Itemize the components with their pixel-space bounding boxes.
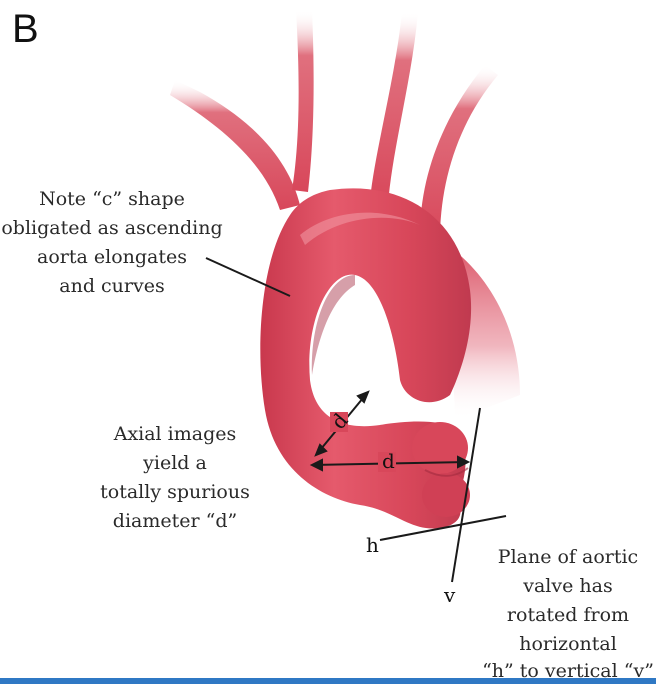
left-carotid-artery [370,12,418,205]
bottom-rule [0,678,656,684]
plane-line-2: valve has [522,575,612,597]
c-shape-note: Note “c” shape obligated as ascending ao… [1,188,222,297]
plane-line-1: Plane of aortic [498,546,638,568]
brachiocephalic-artery [170,80,300,210]
axial-line-2: yield a [142,452,207,474]
brachiocephalic-upper [292,10,314,192]
plane-note: Plane of aortic valve has rotated from h… [482,546,654,682]
h-label: h [366,533,379,557]
axial-note: Axial images yield a totally spurious di… [100,423,250,532]
panel-letter: B [12,7,39,51]
c-shape-line-4: and curves [59,275,164,297]
v-label: v [443,583,456,607]
c-shape-line-1: Note “c” shape [39,188,185,210]
axial-line-4: diameter “d” [113,510,237,532]
axial-line-1: Axial images [113,423,237,445]
d-lower-label: d [382,449,395,473]
plane-line-4: horizontal [519,633,617,655]
plane-line-3: rotated from [507,604,629,626]
c-shape-line-3: aorta elongates [37,246,187,268]
left-subclavian-artery [420,65,498,240]
c-shape-line-2: obligated as ascending [1,217,222,239]
axial-line-3: totally spurious [100,481,250,503]
